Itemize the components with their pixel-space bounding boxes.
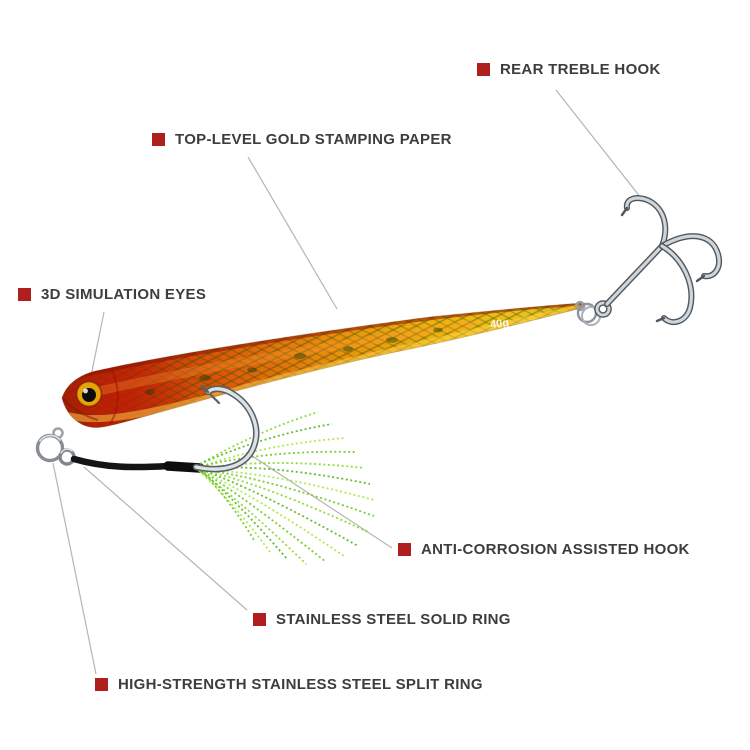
annotation-stainless-split-ring: HIGH-STRENGTH STAINLESS STEEL SPLIT RING [95, 676, 483, 693]
bullet-marker [18, 288, 31, 301]
tinsel-flash [195, 411, 375, 565]
bullet-marker [152, 133, 165, 146]
jaw-line [62, 398, 99, 421]
hook-point [200, 384, 210, 394]
leader-line-split-ring [52, 462, 97, 675]
leader-line-gold-stamping [247, 156, 338, 310]
assist-cord [70, 455, 172, 471]
annotation-anti-corrosion-assisted-hook: ANTI-CORROSION ASSISTED HOOK [398, 541, 690, 558]
front-hardware [35, 427, 205, 473]
hook-barb [209, 393, 221, 405]
3d-eye [75, 380, 103, 408]
split-ring [35, 433, 65, 463]
leader-line-eyes [89, 311, 105, 382]
annotation-simulation-eyes: 3D SIMULATION EYES [18, 286, 206, 303]
annotation-label: 3D SIMULATION EYES [41, 286, 207, 303]
tail-eyelet [574, 300, 586, 312]
gill-line [109, 369, 119, 425]
annotation-label: STAINLESS STEEL SOLID RING [276, 611, 511, 628]
leader-line-rear-treble-hook [555, 89, 642, 199]
rear-treble-hook [574, 194, 722, 326]
leader-lines [52, 89, 642, 675]
annotation-stainless-solid-ring: STAINLESS STEEL SOLID RING [253, 611, 511, 628]
annotation-label: TOP-LEVEL GOLD STAMPING PAPER [175, 131, 452, 148]
treble-hook-body [594, 194, 722, 326]
annotation-rear-treble-hook: REAR TREBLE HOOK [477, 61, 661, 78]
annotation-label: ANTI-CORROSION ASSISTED HOOK [421, 541, 690, 558]
leader-line-solid-ring [83, 466, 248, 611]
bullet-marker [398, 543, 411, 556]
annotation-label: REAR TREBLE HOOK [500, 61, 661, 78]
bullet-marker [477, 63, 490, 76]
leader-line-assisted-hook [245, 451, 393, 549]
annotation-gold-stamping-paper: TOP-LEVEL GOLD STAMPING PAPER [152, 131, 452, 148]
lure-body: 40g [61, 302, 586, 429]
bullet-marker [253, 613, 266, 626]
weight-marking: 40g [489, 317, 509, 332]
annotation-label: HIGH-STRENGTH STAINLESS STEEL SPLIT RING [118, 676, 483, 693]
bullet-marker [95, 678, 108, 691]
assist-hook [192, 384, 260, 473]
